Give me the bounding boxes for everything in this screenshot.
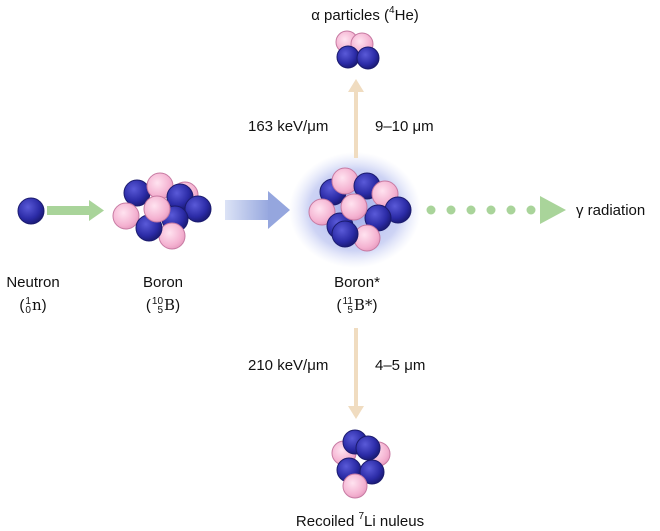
boron-symbol: B	[164, 296, 176, 314]
gamma-radiation-arrow	[426, 196, 566, 224]
alpha-label-prefix: α particles (	[311, 7, 390, 24]
lithium-let-label: 210 keV/μm	[248, 357, 329, 374]
neutron-arrow	[47, 200, 104, 221]
alpha-let-label: 163 keV/μm	[248, 118, 329, 135]
lithium-label-text: Li nuleus	[364, 513, 425, 530]
alpha-label-suffix: )	[413, 7, 419, 24]
alpha-emission-arrow	[348, 79, 364, 158]
neutron-particle	[17, 197, 45, 225]
neutron-symbol: n	[31, 296, 42, 314]
lithium-mass-number: 7	[358, 511, 365, 522]
capture-arrow	[225, 191, 290, 229]
alpha-particles-label: α particles (4He)	[300, 3, 430, 25]
lithium-emission-arrow	[348, 328, 364, 419]
lithium-range-label: 4–5 μm	[375, 357, 426, 374]
excited-boron-nucleus	[289, 152, 421, 268]
gamma-radiation-label: γ radiation	[576, 202, 646, 219]
boron-name: Boron	[142, 274, 184, 291]
lithium-nucleus	[331, 429, 391, 499]
alpha-mass-number: 4	[389, 5, 395, 16]
boron-nucleus	[112, 172, 212, 250]
alpha-range-label: 9–10 μm	[375, 118, 434, 135]
lithium-label-prefix: Recoiled	[295, 513, 359, 530]
alpha-element: He	[394, 7, 414, 24]
excited-boron-symbol: B*	[353, 296, 373, 314]
excited-boron-name: Boron*	[334, 274, 380, 291]
neutron-name: Neutron	[6, 274, 60, 291]
recoiled-lithium-label: Recoiled 7Li nuleus	[280, 509, 440, 531]
alpha-particle	[335, 30, 380, 70]
